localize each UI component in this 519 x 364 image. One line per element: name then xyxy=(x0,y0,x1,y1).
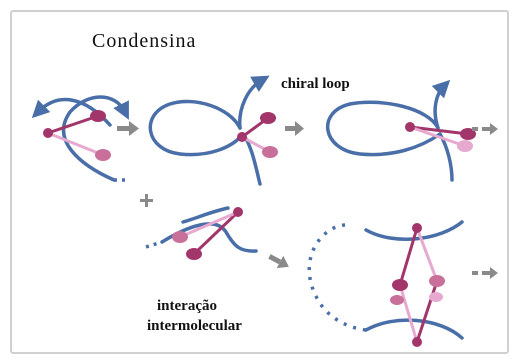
chiral-loop-label: chiral loop xyxy=(281,76,350,93)
diagram-title: Condensina xyxy=(92,30,196,53)
interaction-label-line1: interação xyxy=(157,298,217,315)
condensin-head xyxy=(429,292,443,302)
condensin-hinge xyxy=(405,122,415,132)
condensin-hinge xyxy=(43,128,53,138)
condensin-head xyxy=(186,248,202,260)
condensin-head xyxy=(172,231,188,243)
condensin-head xyxy=(260,112,276,124)
condensin-hinge xyxy=(412,337,422,347)
condensin-head xyxy=(390,295,404,305)
condensin-hinge xyxy=(233,207,243,217)
condensin-head xyxy=(429,275,445,287)
condensin-head xyxy=(262,146,278,158)
condensin-head xyxy=(457,140,473,152)
interaction-label-line2: intermolecular xyxy=(147,318,242,335)
condensin-head xyxy=(90,110,106,122)
condensin-hinge xyxy=(412,223,422,233)
condensin-head xyxy=(95,149,111,161)
condensin-head xyxy=(392,279,408,291)
condensin-hinge xyxy=(237,132,247,142)
